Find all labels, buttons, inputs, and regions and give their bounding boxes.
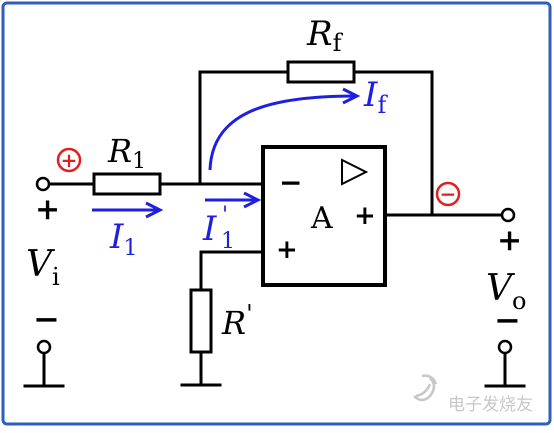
watermark: 电子发烧友 (413, 374, 533, 415)
i1-arrow-head-icon (145, 201, 164, 219)
opamp-output-sign: + (354, 201, 376, 231)
i1-label: I1 (109, 217, 137, 261)
feedback-left-wire (198, 70, 290, 186)
if-label: If (363, 75, 388, 119)
opamp-inverting-sign: − (279, 166, 302, 199)
fan-logo-icon (413, 374, 438, 402)
opamp-triangle-icon (341, 158, 369, 186)
output-terminal (500, 207, 516, 223)
resistor-r1 (92, 172, 162, 196)
resistor-rf (286, 60, 356, 84)
input-plus-sign: + (35, 192, 60, 227)
i1prime-subscript: 1 (221, 229, 235, 254)
vi-ground-terminal (36, 339, 52, 355)
input-terminal (35, 176, 51, 192)
feedback-right-wire (352, 70, 434, 217)
i1prime-label: I (202, 209, 217, 249)
output-minus-sign: − (494, 301, 521, 339)
polarity-plus-icon (56, 147, 82, 173)
noninverting-wire (199, 250, 265, 292)
opamp-noninverting-sign: + (276, 235, 298, 265)
opamp-label: A (310, 201, 333, 236)
i1prime-arrow-head-icon (243, 191, 262, 209)
polarity-minus-icon (435, 181, 461, 207)
rprime-label: R' (221, 300, 253, 342)
vo-ground-terminal (497, 339, 513, 355)
input-minus-sign: − (33, 300, 60, 338)
watermark-text: 电子发烧友 (448, 395, 533, 415)
polarity-minus-label: − (440, 182, 457, 206)
resistor-rprime (189, 288, 213, 354)
vi-label: Vi (26, 244, 60, 291)
r1-label: R1 (107, 132, 146, 174)
wires (23, 70, 526, 388)
vo-label: Vo (486, 268, 526, 315)
rf-label: Rf (306, 14, 344, 57)
opamp-box (261, 145, 387, 287)
i1prime-superscript: ' (222, 203, 228, 228)
polarity-plus-label: + (61, 148, 78, 172)
output-plus-sign: + (497, 223, 522, 258)
terminals (35, 176, 516, 355)
if-arrow-head-icon (342, 87, 361, 105)
diagram-frame (1, 1, 552, 426)
if-arrow-curve (208, 94, 356, 171)
current-arrows (92, 87, 361, 219)
